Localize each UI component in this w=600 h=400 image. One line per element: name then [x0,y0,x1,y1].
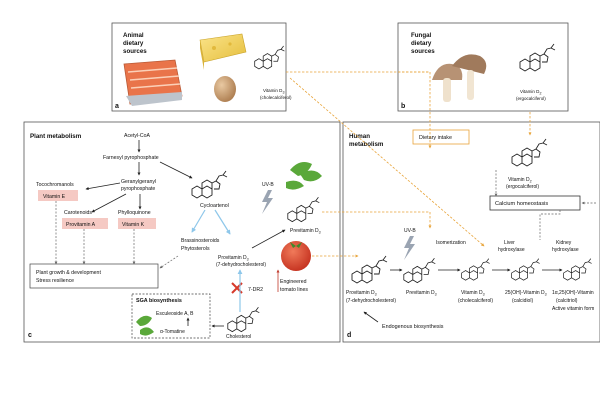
dr2-label: 7-DR2 [248,287,263,293]
sga-leaf-icon [136,315,154,336]
phylloquinone-label: Phylloquinone [118,210,151,216]
growth-label-2: Stress resilience [36,278,74,284]
egg-icon [214,76,236,102]
cycloartenol-label: Cycloartenol [200,203,229,209]
human-previt-d3-label: Previtamin D3 [406,290,437,297]
esculeoside-label: Esculeoside A, B [156,311,194,317]
human-chole-label: (cholecalciferol) [458,298,493,304]
provitamin-a-label: Provitamin A [66,222,96,228]
panel-a-title-2: dietary [123,40,144,47]
panel-d-letter: d [347,332,351,339]
human-vit-d3-label: Vitamin D3 [461,290,485,297]
panel-b: Fungal dietary sources Vitamin D2 (ergoc… [397,22,569,112]
human-provit-d3-label: Provitamin D3 [346,290,377,297]
growth-box [29,263,159,289]
panel-a-title-1: Animal [123,32,144,39]
dietary-intake-box [412,129,470,145]
plant-leaf-icon [286,162,322,190]
liver-label-1: Liver [504,240,515,246]
growth-label-1: Plant growth & development [36,270,101,276]
plant-provit-d3-label: Provitamin D3 [218,255,249,262]
calcium-box [489,195,581,211]
panel-c: Plant metabolism c Acetyl-CoA Farnesyl p… [23,121,341,343]
vitamin-k-box [118,218,156,229]
plant-uvb-label: UV-B [262,182,274,188]
human-ergocalciferol-label: (ergocalciferol) [506,184,539,190]
panel-b-title-2: dietary [411,40,432,47]
panel-a-title-3: sources [123,48,147,55]
kidney-label-2: hydroxylase [552,247,579,253]
lightning-icon [262,190,273,214]
human-dehydro-label: (7-dehydrocholesterol) [346,298,396,304]
human-25oh-label: 25(OH)-Vitamin D3 [505,290,547,297]
plant-dehydro-label: (7-dehydrocholesterol) [216,262,266,268]
cheese-icon [199,33,247,70]
human-calcidiol-label: (calcidiol) [512,298,533,304]
isomerization-label: Isomerization [436,240,466,246]
panel-b-ergocalciferol: (ergocalciferol) [516,96,546,101]
brassinosteroids-label: Brassinosteroids [181,238,220,244]
panel-a: Animal dietary sources Vitamin D3 (chole… [111,22,292,112]
ggpp-label-2: pyrophosphate [121,186,155,192]
human-125oh-label: 1α,25(OH)-Vitamin [552,290,594,296]
tocochromanols-label: Tocochromanols [36,182,74,188]
human-calcitriol-label: (calcitriol) [556,298,578,304]
panel-d: Human metabolism d Dietary intake Vitami… [342,121,600,343]
panel-c-title: Plant metabolism [30,133,82,140]
tomatine-label: α-Tomatine [160,329,185,335]
ggpp-label-1: Geranylgeranyl [121,179,156,185]
acetyl-coa-label: Acetyl-CoA [124,133,150,139]
panel-b-title-3: sources [411,48,435,55]
sga-title: SGA biosynthesis [136,298,182,304]
endogenous-label: Endogenous biosynthesis [382,324,444,330]
vitamin-k-label: Vitamin K [122,222,145,228]
panel-b-letter: b [401,103,405,110]
panel-b-vitamin-d2: Vitamin D2 [520,89,541,96]
salmon-icon [123,59,183,106]
human-lightning-icon [404,236,415,260]
panel-d-title-1: Human [349,133,370,140]
provitamin-a-box [62,218,108,229]
liver-label-2: hydroxylase [498,247,525,253]
dietary-connectors [286,71,532,258]
mushroom-icon [432,54,487,102]
panel-c-letter: c [28,332,32,339]
vitamin-e-box [38,190,78,201]
panel-a-vitamin-d3: Vitamin D3 [263,88,284,95]
plant-previt-d3-label: Previtamin D3 [290,228,321,235]
engineered-label-2: tomato lines [280,287,308,293]
human-uvb-label: UV-B [404,228,416,234]
human-vitamin-d2-label: Vitamin D2 [508,177,532,184]
phytosterols-label: Phytosterols [181,246,210,252]
tomato-icon [281,241,311,271]
vitamin-e-label: Vitamin E [43,194,66,200]
human-active-label: Active vitamin form [552,306,594,312]
panel-b-title-1: Fungal [411,32,432,39]
kidney-label-1: Kidney [556,240,572,246]
farnesyl-label: Farnesyl pyrophosphate [103,155,159,161]
cholesterol-label: Cholesterol [226,334,251,340]
engineered-label-1: Engineered [280,279,307,285]
calcium-label: Calcium homeostasis [495,201,548,207]
carotenoids-label: Carotenoids [64,210,92,216]
panel-a-cholecalciferol: (cholecalciferol) [260,95,292,100]
panel-a-letter: a [115,103,119,110]
dietary-intake-label: Dietary intake [419,135,452,141]
